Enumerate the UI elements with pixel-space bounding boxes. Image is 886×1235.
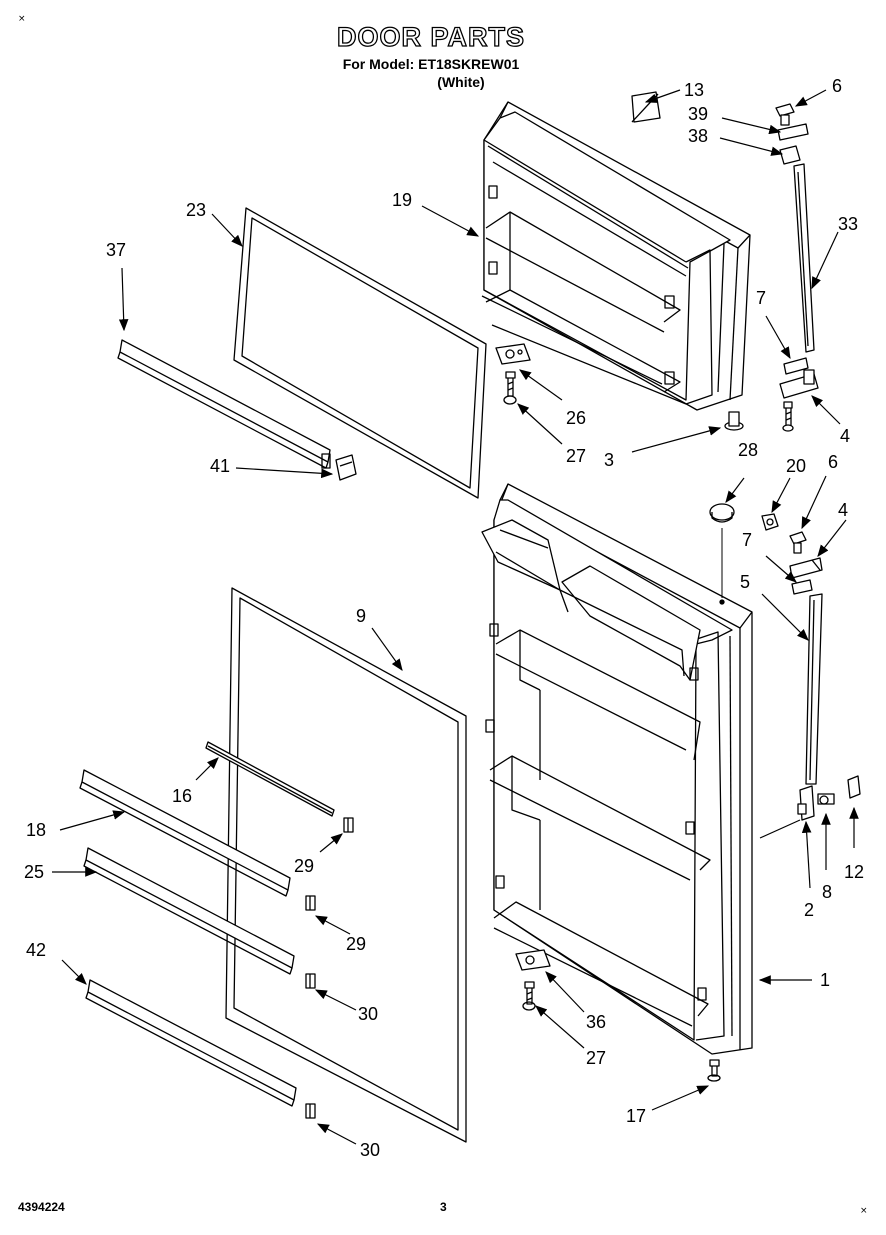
breaker-strip-37 (117, 339, 331, 469)
callout-label: 36 (586, 1012, 606, 1032)
color-line: (White) (437, 74, 485, 90)
callout-label: 4 (838, 500, 848, 520)
clip-30 (305, 1103, 316, 1119)
callout-label: 6 (832, 76, 842, 96)
callout-label: 42 (26, 940, 46, 960)
callout-label: 1 (820, 970, 830, 990)
bottom-hinge-assembly (797, 775, 861, 821)
page-number: 3 (440, 1200, 447, 1214)
hinge-26 (495, 343, 531, 365)
screw-27 (522, 981, 536, 1011)
fresh-food-gasket (225, 587, 467, 1143)
strip-25 (83, 847, 295, 975)
clip-29 (343, 817, 354, 833)
leader-lines (52, 89, 859, 1145)
corner-mark: × (18, 14, 26, 24)
corner-mark: × (860, 1206, 868, 1216)
callout-label: 19 (392, 190, 412, 210)
callout-label: 37 (106, 240, 126, 260)
center-hinge-assembly (709, 503, 823, 785)
callout-label: 7 (756, 288, 766, 308)
callout-label: 12 (844, 862, 864, 882)
callout-label: 20 (786, 456, 806, 476)
freezer-gasket (233, 207, 487, 499)
callout-label: 17 (626, 1106, 646, 1126)
callout-label: 26 (566, 408, 586, 428)
callout-label: 3 (604, 450, 614, 470)
strip-42 (85, 979, 297, 1107)
strip-18 (79, 769, 291, 897)
callout-label: 13 (684, 80, 704, 100)
callout-label: 38 (688, 126, 708, 146)
clip-41 (335, 454, 357, 481)
top-hinge-assembly (775, 103, 819, 432)
diagram-title: DOOR PARTS (336, 21, 525, 52)
clip-30 (305, 973, 316, 989)
hinge-36 (515, 949, 551, 971)
callout-label: 28 (738, 440, 758, 460)
label-13 (631, 91, 661, 123)
document-number: 4394224 (18, 1200, 65, 1214)
strip-16 (205, 741, 335, 817)
callout-label: 23 (186, 200, 206, 220)
callout-label: 2 (804, 900, 814, 920)
callout-label: 39 (688, 104, 708, 124)
clip-29 (305, 895, 316, 911)
callout-label: 41 (210, 456, 230, 476)
callout-label: 8 (822, 882, 832, 902)
callout-label: 30 (358, 1004, 378, 1024)
callout-label: 6 (828, 452, 838, 472)
callout-label: 29 (346, 934, 366, 954)
callout-label: 25 (24, 862, 44, 882)
callout-label: 4 (840, 426, 850, 446)
callout-label: 7 (742, 530, 752, 550)
callout-numbers: 13 6 39 38 33 19 23 37 7 4 26 27 3 28 20… (24, 76, 864, 1160)
callout-label: 18 (26, 820, 46, 840)
callout-label: 27 (586, 1048, 606, 1068)
screw-27 (503, 371, 517, 405)
callout-label: 27 (566, 446, 586, 466)
callout-label: 29 (294, 856, 314, 876)
screw-17 (707, 1059, 721, 1082)
callout-label: 9 (356, 606, 366, 626)
callout-label: 33 (838, 214, 858, 234)
model-line: For Model: ET18SKREW01 (342, 56, 520, 72)
bushing-3 (724, 411, 744, 431)
callout-label: 16 (172, 786, 192, 806)
fresh-food-door (481, 483, 753, 1055)
freezer-door (481, 101, 751, 411)
callout-label: 5 (740, 572, 750, 592)
callout-label: 30 (360, 1140, 380, 1160)
